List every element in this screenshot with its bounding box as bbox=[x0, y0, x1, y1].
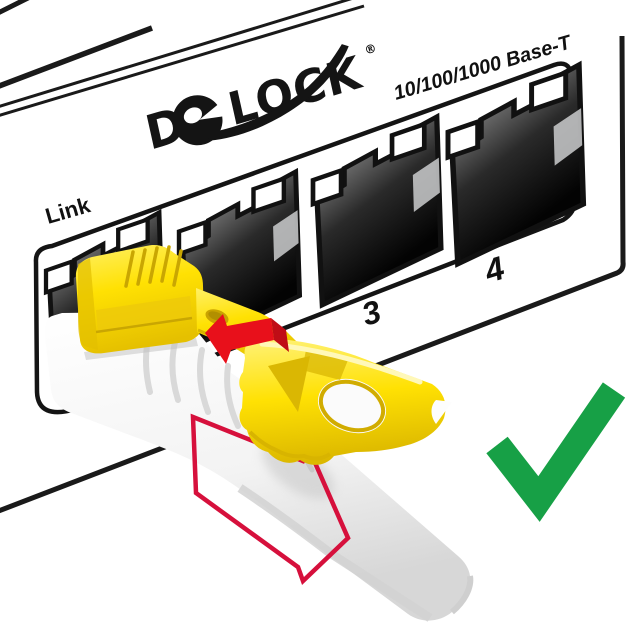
port-panel-outline bbox=[33, 61, 578, 415]
link-label: Link bbox=[42, 192, 93, 229]
chassis-groove-line-1 bbox=[0, 0, 353, 108]
logo-e-gap bbox=[199, 101, 227, 120]
checkmark-icon bbox=[486, 382, 626, 522]
insert-arrow-body bbox=[205, 314, 274, 364]
lock-front-recess-edge bbox=[95, 316, 193, 334]
chassis-top-edge bbox=[0, 25, 153, 89]
key-ring-rim bbox=[318, 379, 386, 433]
lock-front-recess bbox=[96, 296, 192, 332]
lock-ribs bbox=[124, 245, 183, 288]
lock-left-face-shade bbox=[78, 258, 98, 350]
key-handle-highlight bbox=[259, 341, 423, 385]
chassis-groove-line-2 bbox=[0, 4, 365, 117]
logo-letters-lock: LOCK bbox=[223, 45, 367, 136]
key-ring-hole bbox=[317, 378, 387, 434]
port-3-label: 3 bbox=[358, 293, 386, 333]
cable-lower-shading bbox=[237, 484, 433, 622]
logo-e-counter bbox=[183, 107, 203, 124]
chassis-corner-line bbox=[0, 0, 30, 15]
port-4-label: 4 bbox=[479, 249, 508, 290]
key-handle-scallop-shade bbox=[248, 430, 332, 461]
chassis-right-bottom-edge bbox=[0, 35, 626, 514]
cable-end-shading bbox=[450, 575, 474, 615]
insert-arrow-icon bbox=[205, 314, 289, 364]
registered-trademark: ® bbox=[363, 41, 378, 58]
key-handle-triangle-recess bbox=[268, 356, 310, 412]
insert-arrow-fold bbox=[271, 318, 289, 352]
switch-chassis-edges bbox=[0, 0, 626, 514]
logo-swoosh bbox=[205, 44, 349, 141]
key-handle-notch bbox=[431, 400, 452, 424]
